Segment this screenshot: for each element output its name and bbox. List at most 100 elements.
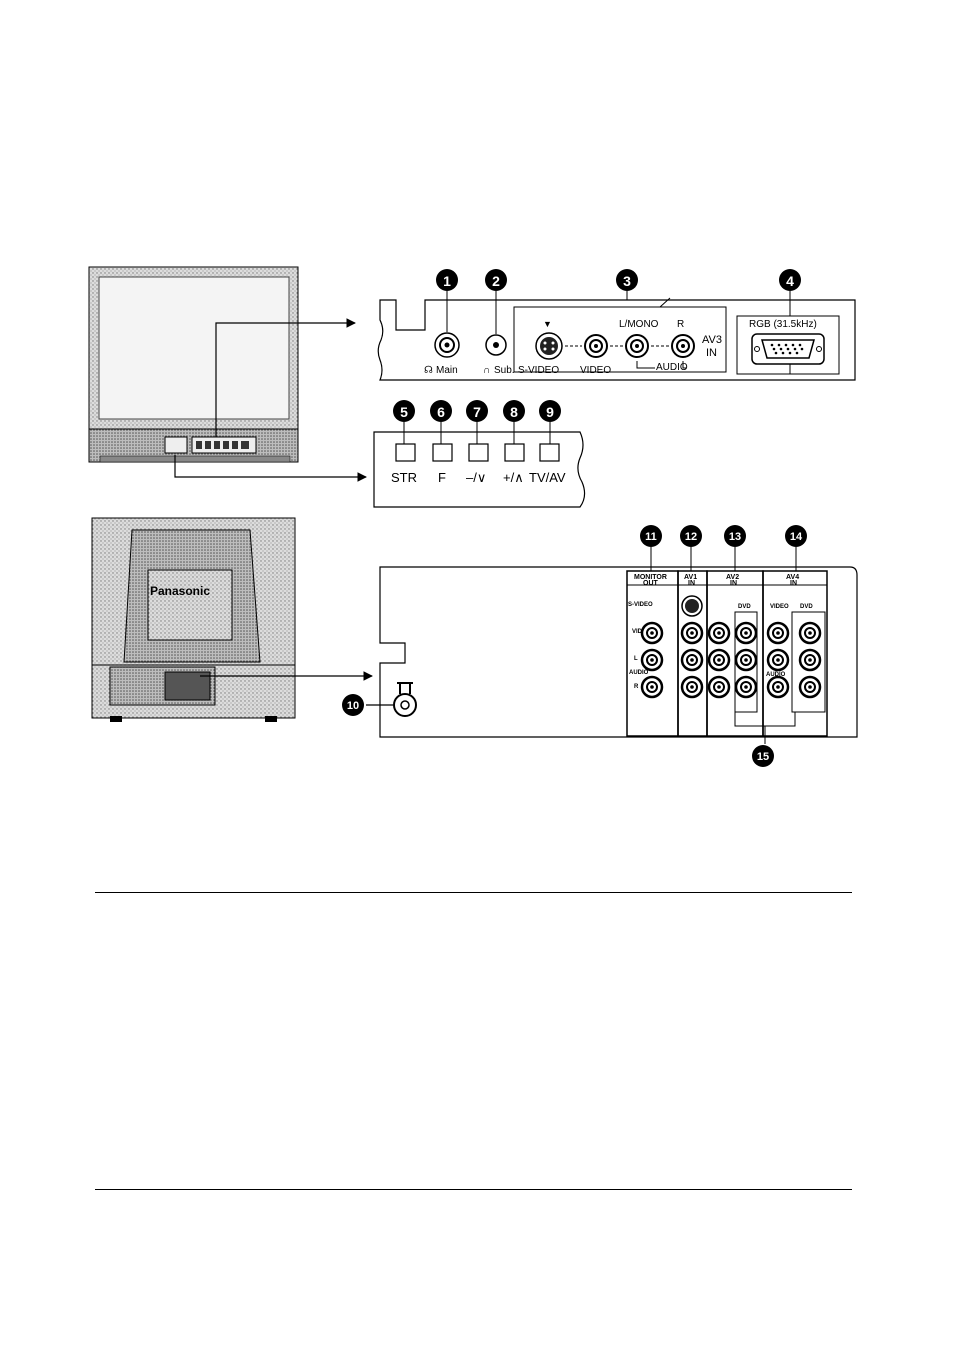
main-jack-label: Main — [436, 365, 458, 376]
callout-number: 9 — [546, 404, 554, 420]
callout-number: 8 — [510, 404, 518, 420]
callout-number: 4 — [786, 273, 794, 289]
callout-number: 6 — [437, 404, 445, 420]
front-jack-panel: Main ☊ Sub. ∩ ▼ S-VIDEO — [378, 298, 855, 380]
callout-number: 13 — [729, 531, 741, 543]
rgb-label: RGB (31.5kHz) — [749, 319, 817, 330]
audio-r-jack[interactable] — [672, 335, 694, 357]
f-label: F — [438, 470, 446, 485]
audio-label: AUDIO — [656, 362, 688, 373]
rca-jack[interactable] — [709, 650, 729, 670]
callout-1: 1 — [436, 269, 458, 291]
rca-jack[interactable] — [800, 677, 820, 697]
str-label: STR — [391, 470, 417, 485]
r-label: R — [677, 319, 684, 330]
svideo-jack[interactable] — [536, 333, 562, 359]
rca-jack[interactable] — [768, 650, 788, 670]
rca-jack[interactable] — [736, 650, 756, 670]
rca-jack[interactable] — [642, 677, 662, 697]
rca-jack[interactable] — [642, 650, 662, 670]
row-audio-label: AUDIO — [629, 670, 649, 676]
rca-jack[interactable] — [800, 623, 820, 643]
av4-in-label-2: IN — [790, 580, 797, 587]
callout-11: 11 — [640, 525, 662, 547]
callout-6: 6 — [430, 400, 452, 422]
callout-number: 3 — [623, 273, 631, 289]
callout-7: 7 — [466, 400, 488, 422]
callout-12: 12 — [680, 525, 702, 547]
svideo-label: S-VIDEO — [518, 365, 559, 376]
av2-dvd-label: DVD — [738, 604, 751, 610]
volume-up-label: +/∧ — [503, 470, 524, 485]
headphone-sub-jack[interactable] — [486, 335, 506, 355]
callout-number: 14 — [790, 531, 803, 543]
callout-8: 8 — [503, 400, 525, 422]
rear-brand-label: Panasonic — [150, 584, 210, 598]
front-button-panel: STR F –/∨ +/∧ TV/AV — [374, 432, 585, 507]
av3-in-label: IN — [706, 347, 717, 359]
callout-2: 2 — [485, 269, 507, 291]
tv-front-illustration — [89, 267, 298, 462]
divider-bottom — [95, 1189, 852, 1190]
audio-l-jack[interactable] — [626, 335, 648, 357]
rca-jack[interactable] — [709, 677, 729, 697]
rca-jack[interactable] — [736, 623, 756, 643]
rca-jack[interactable] — [642, 623, 662, 643]
video-label: VIDEO — [580, 365, 611, 376]
callout-13: 13 — [724, 525, 746, 547]
volume-up-button[interactable] — [505, 444, 524, 461]
av4-video-label: VIDEO — [770, 604, 789, 610]
rgb-dsub-connector[interactable] — [752, 334, 824, 364]
callout-10: 10 — [342, 694, 364, 716]
headphone-sub-icon: ∩ — [483, 365, 490, 376]
callout-number: 7 — [473, 404, 481, 420]
callout-number: 12 — [685, 531, 697, 543]
str-button[interactable] — [396, 444, 415, 461]
lmono-label: L/MONO — [619, 319, 659, 330]
tvav-label: TV/AV — [529, 470, 566, 485]
rca-jack[interactable] — [682, 623, 702, 643]
callout-9: 9 — [539, 400, 561, 422]
callout-number: 5 — [400, 404, 408, 420]
divider-top — [95, 892, 852, 893]
av3-label: AV3 — [702, 334, 722, 346]
rca-jack[interactable] — [682, 650, 702, 670]
callout-14: 14 — [785, 525, 807, 547]
callout-number: 11 — [645, 531, 657, 543]
row-l-label: L — [634, 656, 638, 662]
monitor-out-label-2: OUT — [643, 580, 659, 587]
callout-3: 3 — [616, 269, 638, 291]
video-jack[interactable] — [585, 335, 607, 357]
callout-4: 4 — [779, 269, 801, 291]
antenna-terminal[interactable] — [394, 694, 416, 716]
row-svideo-label: S-VIDEO — [628, 602, 653, 608]
av1-svideo-jack[interactable] — [682, 596, 702, 616]
rca-jack[interactable] — [709, 623, 729, 643]
rca-jack[interactable] — [682, 677, 702, 697]
headphone-main-jack[interactable] — [435, 333, 459, 357]
svideo-marker-icon: ▼ — [543, 319, 552, 329]
callout-15: 15 — [752, 745, 774, 767]
tv-rear-illustration: Panasonic — [92, 518, 295, 722]
callout-number: 1 — [443, 273, 451, 289]
f-button[interactable] — [433, 444, 452, 461]
tvav-button[interactable] — [540, 444, 559, 461]
callout-number: 10 — [347, 700, 359, 712]
rca-jack[interactable] — [768, 677, 788, 697]
sub-jack-label: Sub. — [494, 365, 515, 376]
av2-in-label-2: IN — [730, 580, 737, 587]
rca-jack[interactable] — [736, 677, 756, 697]
row-r-label: R — [634, 684, 639, 690]
volume-down-label: –/∨ — [466, 470, 486, 485]
rca-jack[interactable] — [768, 623, 788, 643]
av1-in-label-2: IN — [688, 580, 695, 587]
rca-jack[interactable] — [800, 650, 820, 670]
callout-5: 5 — [393, 400, 415, 422]
volume-down-button[interactable] — [469, 444, 488, 461]
headphone-icon: ☊ — [424, 365, 433, 376]
callout-number: 2 — [492, 273, 500, 289]
rear-jack-panel: MONITOR OUT AV1 IN AV2 IN AV4 IN S-VIDEO… — [366, 567, 857, 744]
callout-number: 15 — [757, 751, 769, 763]
av4-dvd-label: DVD — [800, 604, 813, 610]
